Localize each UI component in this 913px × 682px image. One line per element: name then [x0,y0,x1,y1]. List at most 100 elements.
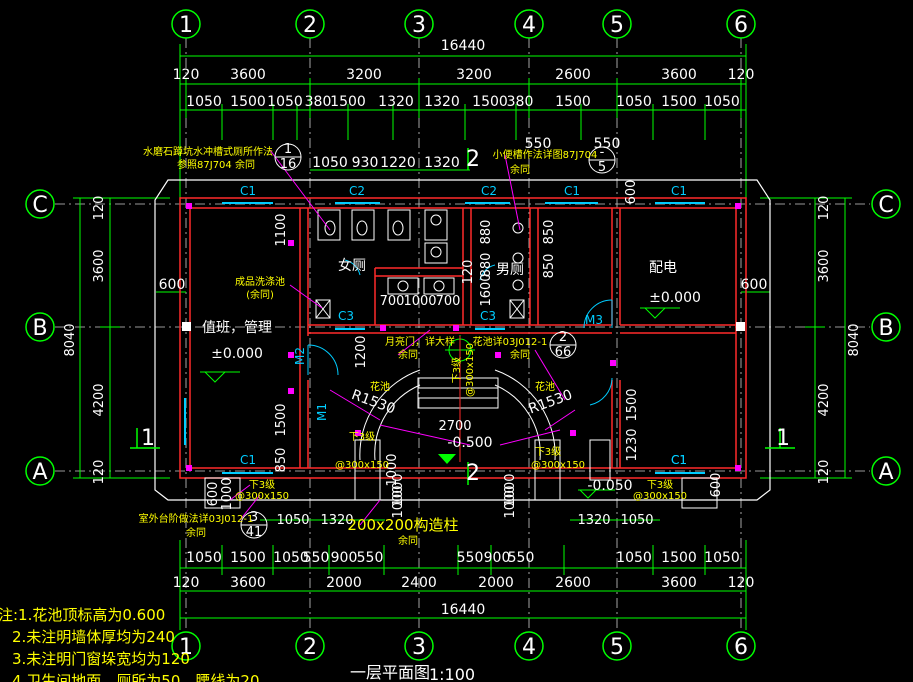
dim-inner-small: 1320 [320,513,353,528]
note-urinal-same: 余同 [510,163,530,176]
dim-right-600: 600 [741,277,768,293]
axis-right-C-circle [871,189,901,219]
dim-top-row2: 1500 [555,94,591,110]
note-outdoor-steps: 室外台阶做法详03J012-1 [139,512,254,525]
note-steps-4b: @300x150 [633,491,687,502]
section-lines [130,148,795,485]
note-steps-4: 下3级 [647,479,673,491]
dim-bottom-row1: 550 [303,550,330,566]
note-column-same: 余同 [398,534,418,547]
dim-inner-small: 700 [436,294,461,309]
dim-bottom-row1: 900 [331,550,358,566]
columns [186,203,741,471]
axis-top-4-circle [514,9,544,39]
axis-left-A-circle [25,456,55,486]
axis-right-B-circle [871,312,901,342]
dim-left-v: 4200 [92,383,107,416]
dim-right-v: 120 [817,460,832,485]
dim-inner-small: 1320 [577,513,610,528]
interior-walls [299,208,736,468]
dim-inner-small: 880 [479,220,494,245]
dim-inner-top: 1320 [424,155,460,171]
dim-bottom-row1: 1500 [661,550,697,566]
dim-bottom-row1: 1050 [704,550,740,566]
dim-bottom-row1: 550 [457,550,484,566]
elevation-power: ±0.000 [649,290,701,306]
bottom-note: 4.卫生间地面、厕所为50，腰线为20 [12,672,260,682]
note-steps-2b: @300x150 [531,460,585,471]
axis-bottom-4-circle [514,631,544,661]
note-sink: 成品洗涤池 [235,275,285,288]
dim-top-row2: 1050 [186,94,222,110]
dim-top-row1: 3600 [230,67,266,83]
axis-bottom-6-label: 6 [734,635,748,660]
axis-bottom-3-circle [404,631,434,661]
axis-bottom-4-label: 4 [522,635,536,660]
note-steps-center-b: @300x150 [465,343,476,397]
dim-inner-small: 1050 [620,513,653,528]
dim-inner-small: 600 [709,473,724,498]
dim-right-total: 8040 [847,323,862,356]
dim-bottom-row1: 900 [484,550,511,566]
dim-left-v: 120 [92,460,107,485]
section-1-right: 1 [776,426,790,451]
axis-bottom-2-circle [295,631,325,661]
reference-bubbles [240,143,616,539]
note-toilet-method: 水磨石蹲坑水冲槽式厕所作法 [143,145,273,158]
dim-inner-small: 1000 [503,485,518,518]
drawing-scale: 1:100 [429,665,475,682]
dim-inner-small: 850 [542,254,557,279]
dim-bottom-row1: 1050 [273,550,309,566]
detail-bubble-2-bottom: 66 [555,345,572,360]
dim-inner-small: 120 [461,260,476,285]
dim-left-600: 600 [159,277,186,293]
note-planter-ref: 花池详03J012-1 [473,335,548,348]
note-toilet-method-ref: 参照87J704 余同 [177,158,255,171]
bottom-note: 2.未注明墙体厚均为240 [12,628,175,646]
detail-bubble-3-bottom: 41 [246,525,263,540]
elevation-entry: -0.500 [447,435,492,451]
dim-right-v: 4200 [817,383,832,416]
dim-bottom-row2: 3600 [661,575,697,591]
dim-inner-small: 1230 [625,428,640,461]
entry-arrow [438,454,456,464]
dim-inner-550: 550 [594,136,621,152]
dim-top-row1: 120 [173,67,200,83]
dim-inner-top: 930 [352,155,379,171]
room-women: 女厕 [338,257,366,274]
dim-top-row2: 380 [305,94,332,110]
dim-inner-small: 700 [380,294,405,309]
dim-top-row2: 1500 [661,94,697,110]
dim-bottom-row2: 120 [728,575,755,591]
window-label: M3 [585,313,603,327]
note-sink-same: (余同) [246,288,274,301]
dim-top-total: 16440 [441,38,486,54]
axis-top-3-label: 3 [412,13,426,38]
dim-inner-small: 600 [624,180,639,205]
axis-right-A-circle [871,456,901,486]
dim-bottom-row1: 550 [508,550,535,566]
window-label: M1 [315,403,329,421]
window-label: C1 [671,453,687,467]
window-label: M2 [293,347,307,365]
axis-right-C-label: C [878,193,893,218]
dim-inner-small: 880 [479,253,494,278]
window-label: C1 [240,184,256,198]
dim-bottom-row2: 2600 [555,575,591,591]
detail-bubble-4-bottom: 5 [598,160,606,175]
room-power: 配电 [649,260,677,276]
note-planter-right: 花池 [535,380,555,393]
section-2-bottom: 2 [466,461,480,486]
dim-inner-small: 1000 [403,294,436,309]
dim-left-v: 120 [92,196,107,221]
note-urinal-method: 小便槽作法详图87J704 [493,148,598,161]
dim-inner-small: 1600 [479,273,494,306]
dim-top-row1: 2600 [555,67,591,83]
window-label: C1 [671,184,687,198]
dim-top-row2: 1050 [704,94,740,110]
axis-left-A-label: A [32,460,47,485]
window-label: C3 [338,309,354,323]
